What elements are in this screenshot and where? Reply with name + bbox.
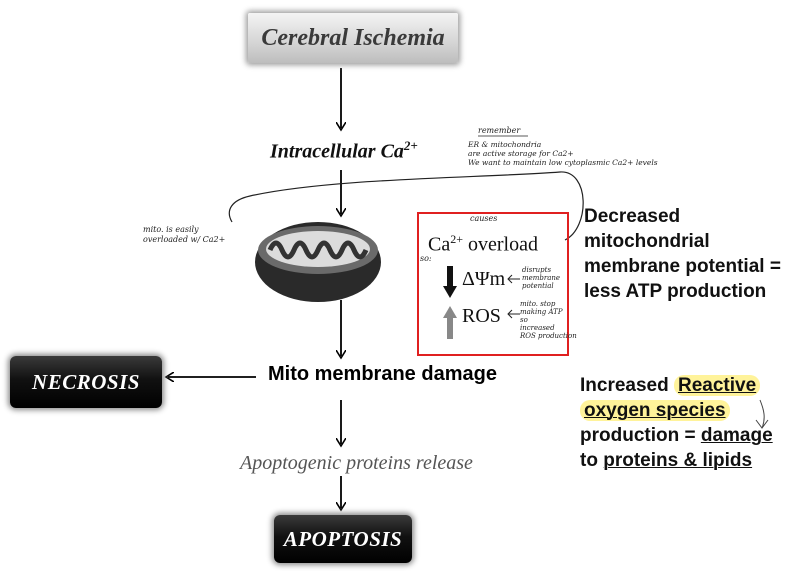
inc-highlight-1: Reactive	[674, 375, 761, 396]
mitochondrion-icon	[255, 222, 381, 302]
hand-disrupts-2: membrane	[522, 274, 561, 282]
handwritten-curve	[228, 171, 584, 241]
apoptosis-box: APOPTOSIS	[274, 515, 412, 563]
hand-disrupts-3: potential	[522, 282, 554, 290]
hand-ros-2: making ATP	[520, 308, 563, 316]
intracellular-sup: 2+	[403, 138, 418, 153]
necrosis-box: NECROSIS	[10, 356, 162, 408]
hand-ros-1: mito. stop	[520, 300, 556, 308]
hand-remember-notes: ER & mitochondria are active storage for…	[468, 140, 708, 167]
inc-highlight-2: oxygen species	[580, 400, 730, 421]
hand-note-2: are active storage for Ca2+	[468, 149, 574, 158]
hand-mito-1: mito. is easily	[143, 225, 199, 234]
ca-sup: 2+	[450, 232, 463, 246]
hand-ros-3: so	[520, 316, 528, 324]
down-arrow-icon	[443, 266, 457, 298]
apoptogenic-proteins-label: Apoptogenic proteins release	[240, 452, 473, 474]
increased-ros-text: Increased Reactive oxygen species producti…	[580, 373, 800, 473]
inc-part-3: to	[580, 450, 604, 471]
ros-label: ROS	[462, 305, 501, 327]
delta-psi-label: ΔΨm	[462, 268, 506, 290]
overload-text: overload	[463, 233, 538, 256]
hand-ros-5: ROS production	[520, 332, 577, 340]
cerebral-ischemia-label: Cerebral Ischemia	[261, 24, 445, 51]
hand-ros-4: increased	[520, 324, 555, 332]
inc-underline-1: damage	[700, 425, 773, 446]
apoptosis-label: APOPTOSIS	[283, 526, 403, 551]
inc-part-2: production =	[580, 425, 701, 446]
hand-note-3: We want to maintain low cytoplasmic Ca2+…	[468, 158, 658, 167]
inc-underline-2: proteins & lipids	[603, 450, 753, 471]
hand-so: so:	[420, 254, 432, 263]
red-highlight-box	[417, 212, 569, 356]
decreased-potential-text: Decreased mitochondrial membrane potenti…	[584, 206, 781, 302]
hand-mito-2: overloaded w/ Ca2+	[143, 235, 226, 244]
hand-remember: remember	[478, 126, 521, 135]
necrosis-label: NECROSIS	[32, 369, 140, 394]
mito-membrane-damage-label: Mito membrane damage	[268, 363, 497, 385]
intracellular-text: Intracellular Ca	[270, 140, 404, 163]
intracellular-ca-label: Intracellular Ca2+	[270, 138, 418, 164]
hand-note-1: ER & mitochondria	[468, 140, 542, 149]
inc-part-1: Increased	[580, 375, 674, 396]
cerebral-ischemia-box: Cerebral Ischemia	[248, 13, 458, 63]
hand-mito-note: mito. is easily overloaded w/ Ca2+	[143, 225, 225, 245]
hand-causes: causes	[470, 214, 498, 223]
up-arrow-icon	[443, 306, 457, 339]
ca-overload-label: Ca2+ overload	[428, 232, 538, 257]
hand-disrupts-1: disrupts	[522, 266, 552, 274]
hand-ros-note: mito. stop making ATP so increased ROS p…	[520, 300, 577, 340]
hand-disrupts: disrupts membrane potential	[522, 266, 560, 290]
ca-text: Ca	[428, 233, 451, 256]
